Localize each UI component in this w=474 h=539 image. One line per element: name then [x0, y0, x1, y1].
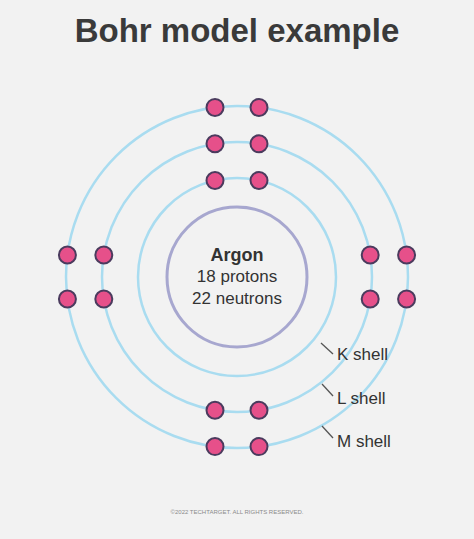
- electron: [251, 99, 268, 116]
- electron: [251, 402, 268, 419]
- electron: [398, 291, 415, 308]
- particle-count: 18 protons: [197, 266, 277, 288]
- electron: [207, 402, 224, 419]
- electron: [207, 135, 224, 152]
- leader-line: [321, 343, 333, 354]
- electron: [398, 247, 415, 264]
- leader-line: [322, 384, 333, 396]
- electron: [251, 135, 268, 152]
- m-shell-orbit: [66, 106, 408, 448]
- element-name: Argon: [211, 244, 264, 266]
- k-shell-orbit: [138, 178, 336, 376]
- electron: [207, 99, 224, 116]
- copyright-note: ©2022 TECHTARGET. ALL RIGHTS RESERVED.: [171, 509, 304, 515]
- electron: [207, 438, 224, 455]
- diagram-title: Bohr model example: [0, 12, 474, 50]
- electron: [362, 247, 379, 264]
- shell-label: K shell: [337, 345, 388, 365]
- shell-label: L shell: [337, 389, 386, 409]
- electron: [251, 438, 268, 455]
- electron: [251, 172, 268, 189]
- shell-label: M shell: [337, 432, 391, 452]
- nucleus-circle: Argon18 protons22 neutrons: [165, 205, 309, 349]
- leader-line: [322, 426, 333, 438]
- electron: [59, 291, 76, 308]
- l-shell-orbit: [102, 142, 372, 412]
- electron: [207, 172, 224, 189]
- particle-count: 22 neutrons: [192, 288, 282, 310]
- electron: [59, 247, 76, 264]
- electron: [95, 247, 112, 264]
- electron: [362, 291, 379, 308]
- electron: [95, 291, 112, 308]
